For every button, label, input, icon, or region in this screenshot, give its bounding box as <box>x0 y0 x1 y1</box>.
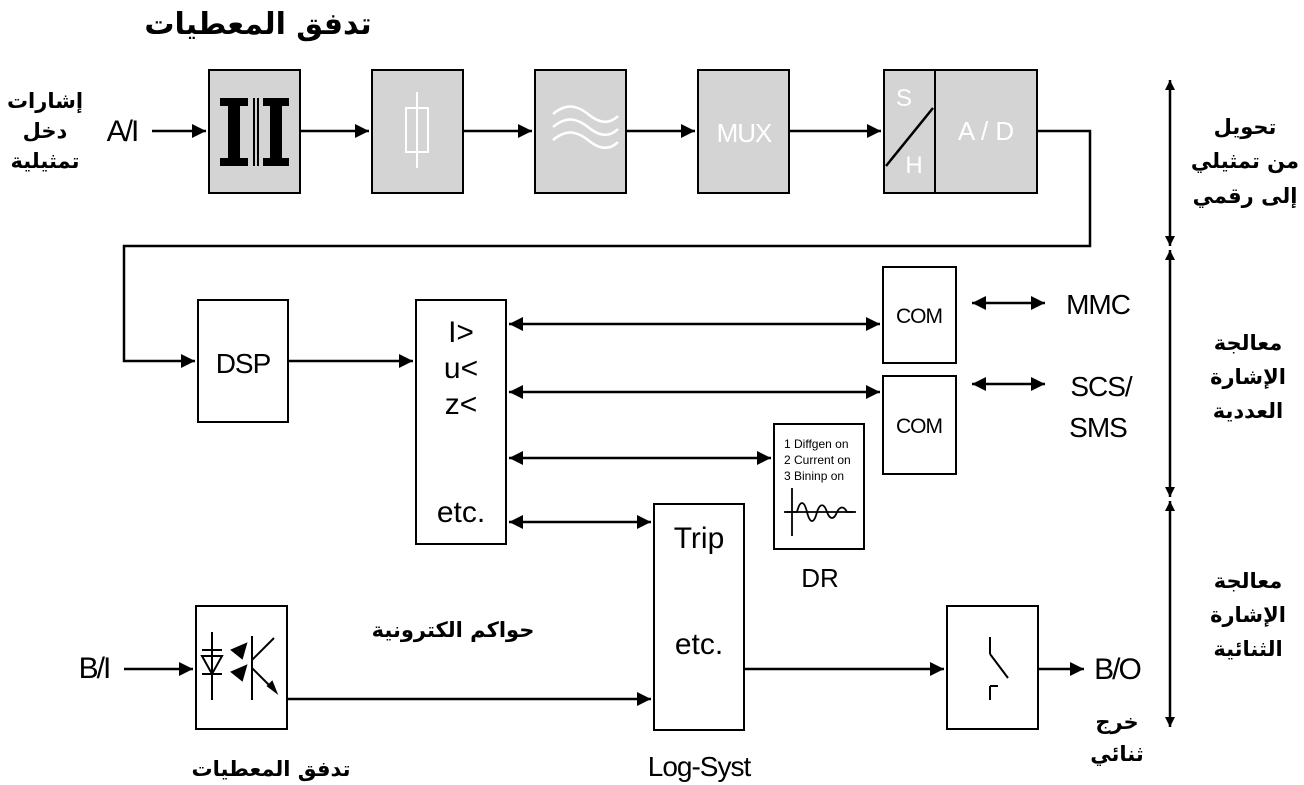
ad-to-dsp-line <box>122 129 1092 368</box>
binary-output-caption-2: ثنائي <box>1090 742 1143 766</box>
com-block-mmc: COM <box>882 266 957 364</box>
sample-hold-ad-block: S H A / D <box>883 69 1038 194</box>
filter-block <box>534 69 627 194</box>
section-label-conversion: تحويل من تمثيلي إلى رقمي <box>1191 115 1299 208</box>
dr-line-2: 2 Current on <box>784 453 851 467</box>
dr-caption: DR <box>801 563 839 593</box>
optocoupler-caption: حواكم الكترونية <box>372 618 535 642</box>
sms-label: SMS <box>1069 412 1127 443</box>
disturbance-recorder-block: 1 Diffgen on 2 Current on 3 Bininp on DR <box>773 423 865 593</box>
svg-text:الإشارة: الإشارة <box>1210 365 1286 389</box>
protection-etc-label: etc. <box>437 496 485 529</box>
section-label-binary: معالجة الإشارة الثنائية <box>1210 569 1286 661</box>
ad-label: A / D <box>958 116 1014 146</box>
com2-label: COM <box>896 415 942 438</box>
diagram-title: تدفق المعطيات <box>144 7 371 42</box>
mux-label: MUX <box>717 118 772 148</box>
com-block-scs: COM <box>882 375 957 475</box>
trip-label: Trip <box>674 522 725 555</box>
svg-text:تحويل: تحويل <box>1214 115 1277 139</box>
transformer-block <box>208 69 301 194</box>
bottom-flow-label: تدفق المعطيات <box>191 757 350 781</box>
binary-output-caption-1: خرج <box>1095 710 1138 735</box>
lowpass-filter-icon <box>552 105 619 149</box>
com1-label: COM <box>896 305 942 328</box>
mux-block: MUX <box>697 69 790 194</box>
dsp-label: DSP <box>216 348 271 379</box>
optocoupler-block <box>195 605 288 730</box>
svg-text:إشارات: إشارات <box>7 89 83 113</box>
waveform-icon <box>784 488 856 536</box>
svg-text:تمثيلية: تمثيلية <box>11 149 80 173</box>
svg-text:الإشارة: الإشارة <box>1210 603 1286 627</box>
binary-output-label: B/O <box>1094 653 1140 686</box>
binary-input-label: B/I <box>79 652 110 685</box>
dr-line-1: 1 Diffgen on <box>784 437 849 451</box>
scs-label: SCS/ <box>1070 371 1133 402</box>
dsp-block: DSP <box>197 299 289 423</box>
sh-h-label: H <box>905 152 922 179</box>
optocoupler-icon <box>200 632 279 700</box>
fuse-block <box>371 69 464 194</box>
svg-text:معالجة: معالجة <box>1214 331 1283 355</box>
svg-text:العددية: العددية <box>1213 399 1283 423</box>
logic-etc-label: etc. <box>675 628 723 661</box>
svg-text:دخل: دخل <box>23 119 68 143</box>
analog-input-label: A/I <box>107 115 138 148</box>
dr-line-3: 3 Bininp on <box>784 469 844 483</box>
transformer-icon <box>220 98 289 166</box>
section-label-digital: معالجة الإشارة العددية <box>1210 331 1286 423</box>
svg-text:معالجة: معالجة <box>1214 569 1283 593</box>
logic-system-block: Trip etc. Log-Syst <box>648 503 752 782</box>
analog-input-caption: إشارات دخل تمثيلية <box>7 89 83 173</box>
svg-text:إلى رقمي: إلى رقمي <box>1193 184 1298 208</box>
sample-hold-diagonal <box>885 107 934 167</box>
log-syst-caption: Log-Syst <box>648 751 752 782</box>
sh-s-label: S <box>896 85 912 112</box>
relay-contact-icon <box>989 637 1009 700</box>
output-relay-block <box>946 605 1039 730</box>
protection-function-undervoltage: u< <box>444 352 478 385</box>
protection-function-impedance: z< <box>445 388 478 421</box>
protection-functions-block: I> u< z< etc. <box>415 299 507 545</box>
fuse-icon <box>405 92 429 168</box>
protection-function-overcurrent: I> <box>448 316 474 349</box>
svg-text:الثنائية: الثنائية <box>1213 637 1282 661</box>
mmc-label: MMC <box>1066 289 1131 320</box>
svg-text:من تمثيلي: من تمثيلي <box>1191 149 1299 173</box>
